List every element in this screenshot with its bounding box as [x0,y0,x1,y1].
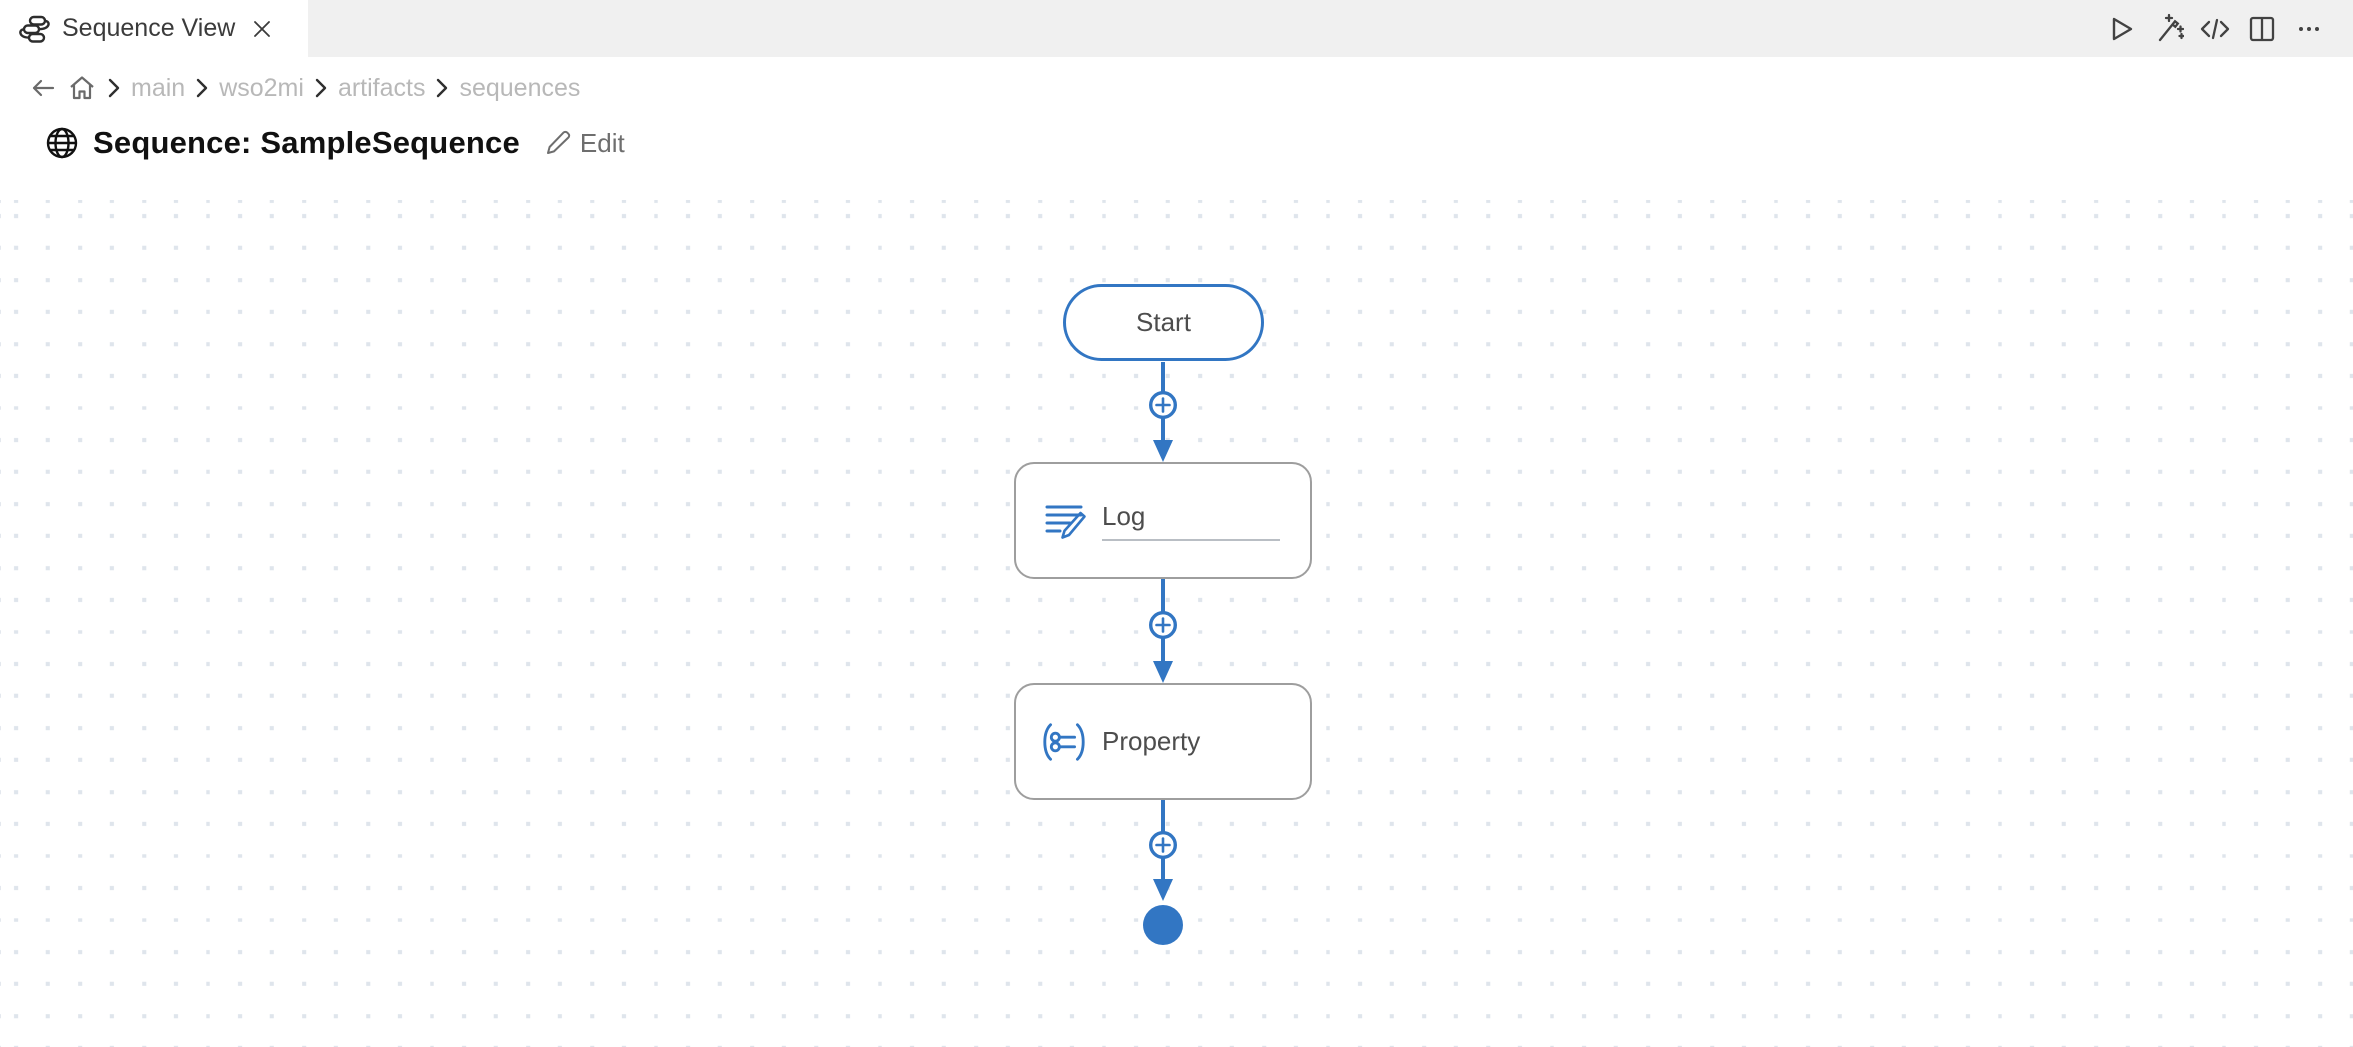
chevron-right-icon [195,76,209,100]
tab-sequence-view[interactable]: Sequence View [0,0,308,57]
property-mediator-icon [1040,718,1088,766]
show-source-icon[interactable] [2195,9,2235,49]
globe-icon [44,125,80,161]
start-node-label: Start [1136,307,1191,337]
chevron-right-icon [314,76,328,100]
log-node-label: Log [1102,501,1280,541]
editor-actions [2101,0,2353,57]
breadcrumb: main wso2mi artifacts sequences [0,70,2353,106]
edit-button[interactable]: Edit [544,128,625,159]
more-actions-icon[interactable] [2289,9,2329,49]
arrow-down-icon [1153,879,1173,901]
pencil-icon [546,130,571,154]
plus-circle-icon[interactable] [1148,610,1178,640]
close-icon[interactable] [247,14,277,44]
sequence-header: Sequence: SampleSequence Edit [0,122,2353,164]
arrow-down-icon [1153,661,1173,683]
home-icon[interactable] [67,73,97,103]
arrow-down-icon [1153,440,1173,462]
run-icon[interactable] [2101,9,2141,49]
sequence-diagram-canvas: Start Log [0,200,2353,1047]
chevron-right-icon [107,76,121,100]
split-editor-icon[interactable] [2242,9,2282,49]
sequence-icon [16,11,52,47]
chevron-right-icon [435,76,449,100]
edit-button-label: Edit [579,127,625,158]
property-node-label: Property [1102,726,1201,756]
editor-tab-bar: Sequence View [0,0,2353,57]
plus-circle-icon[interactable] [1148,830,1178,860]
breadcrumb-item-artifacts[interactable]: artifacts [337,73,426,102]
page-title: Sequence: SampleSequence [93,125,520,160]
tab-label: Sequence View [62,14,236,42]
arrow-left-icon[interactable] [29,74,57,102]
breadcrumb-item-wso2mi[interactable]: wso2mi [219,73,304,102]
log-mediator-node[interactable]: Log [1014,462,1312,579]
end-node [1143,905,1183,945]
plus-circle-icon[interactable] [1148,390,1178,420]
magic-wand-icon[interactable] [2148,9,2188,49]
breadcrumb-item-sequences[interactable]: sequences [459,73,581,102]
property-mediator-node[interactable]: Property [1014,683,1312,800]
start-node[interactable]: Start [1063,284,1264,361]
log-mediator-icon [1040,497,1088,545]
breadcrumb-item-main[interactable]: main [131,73,186,102]
